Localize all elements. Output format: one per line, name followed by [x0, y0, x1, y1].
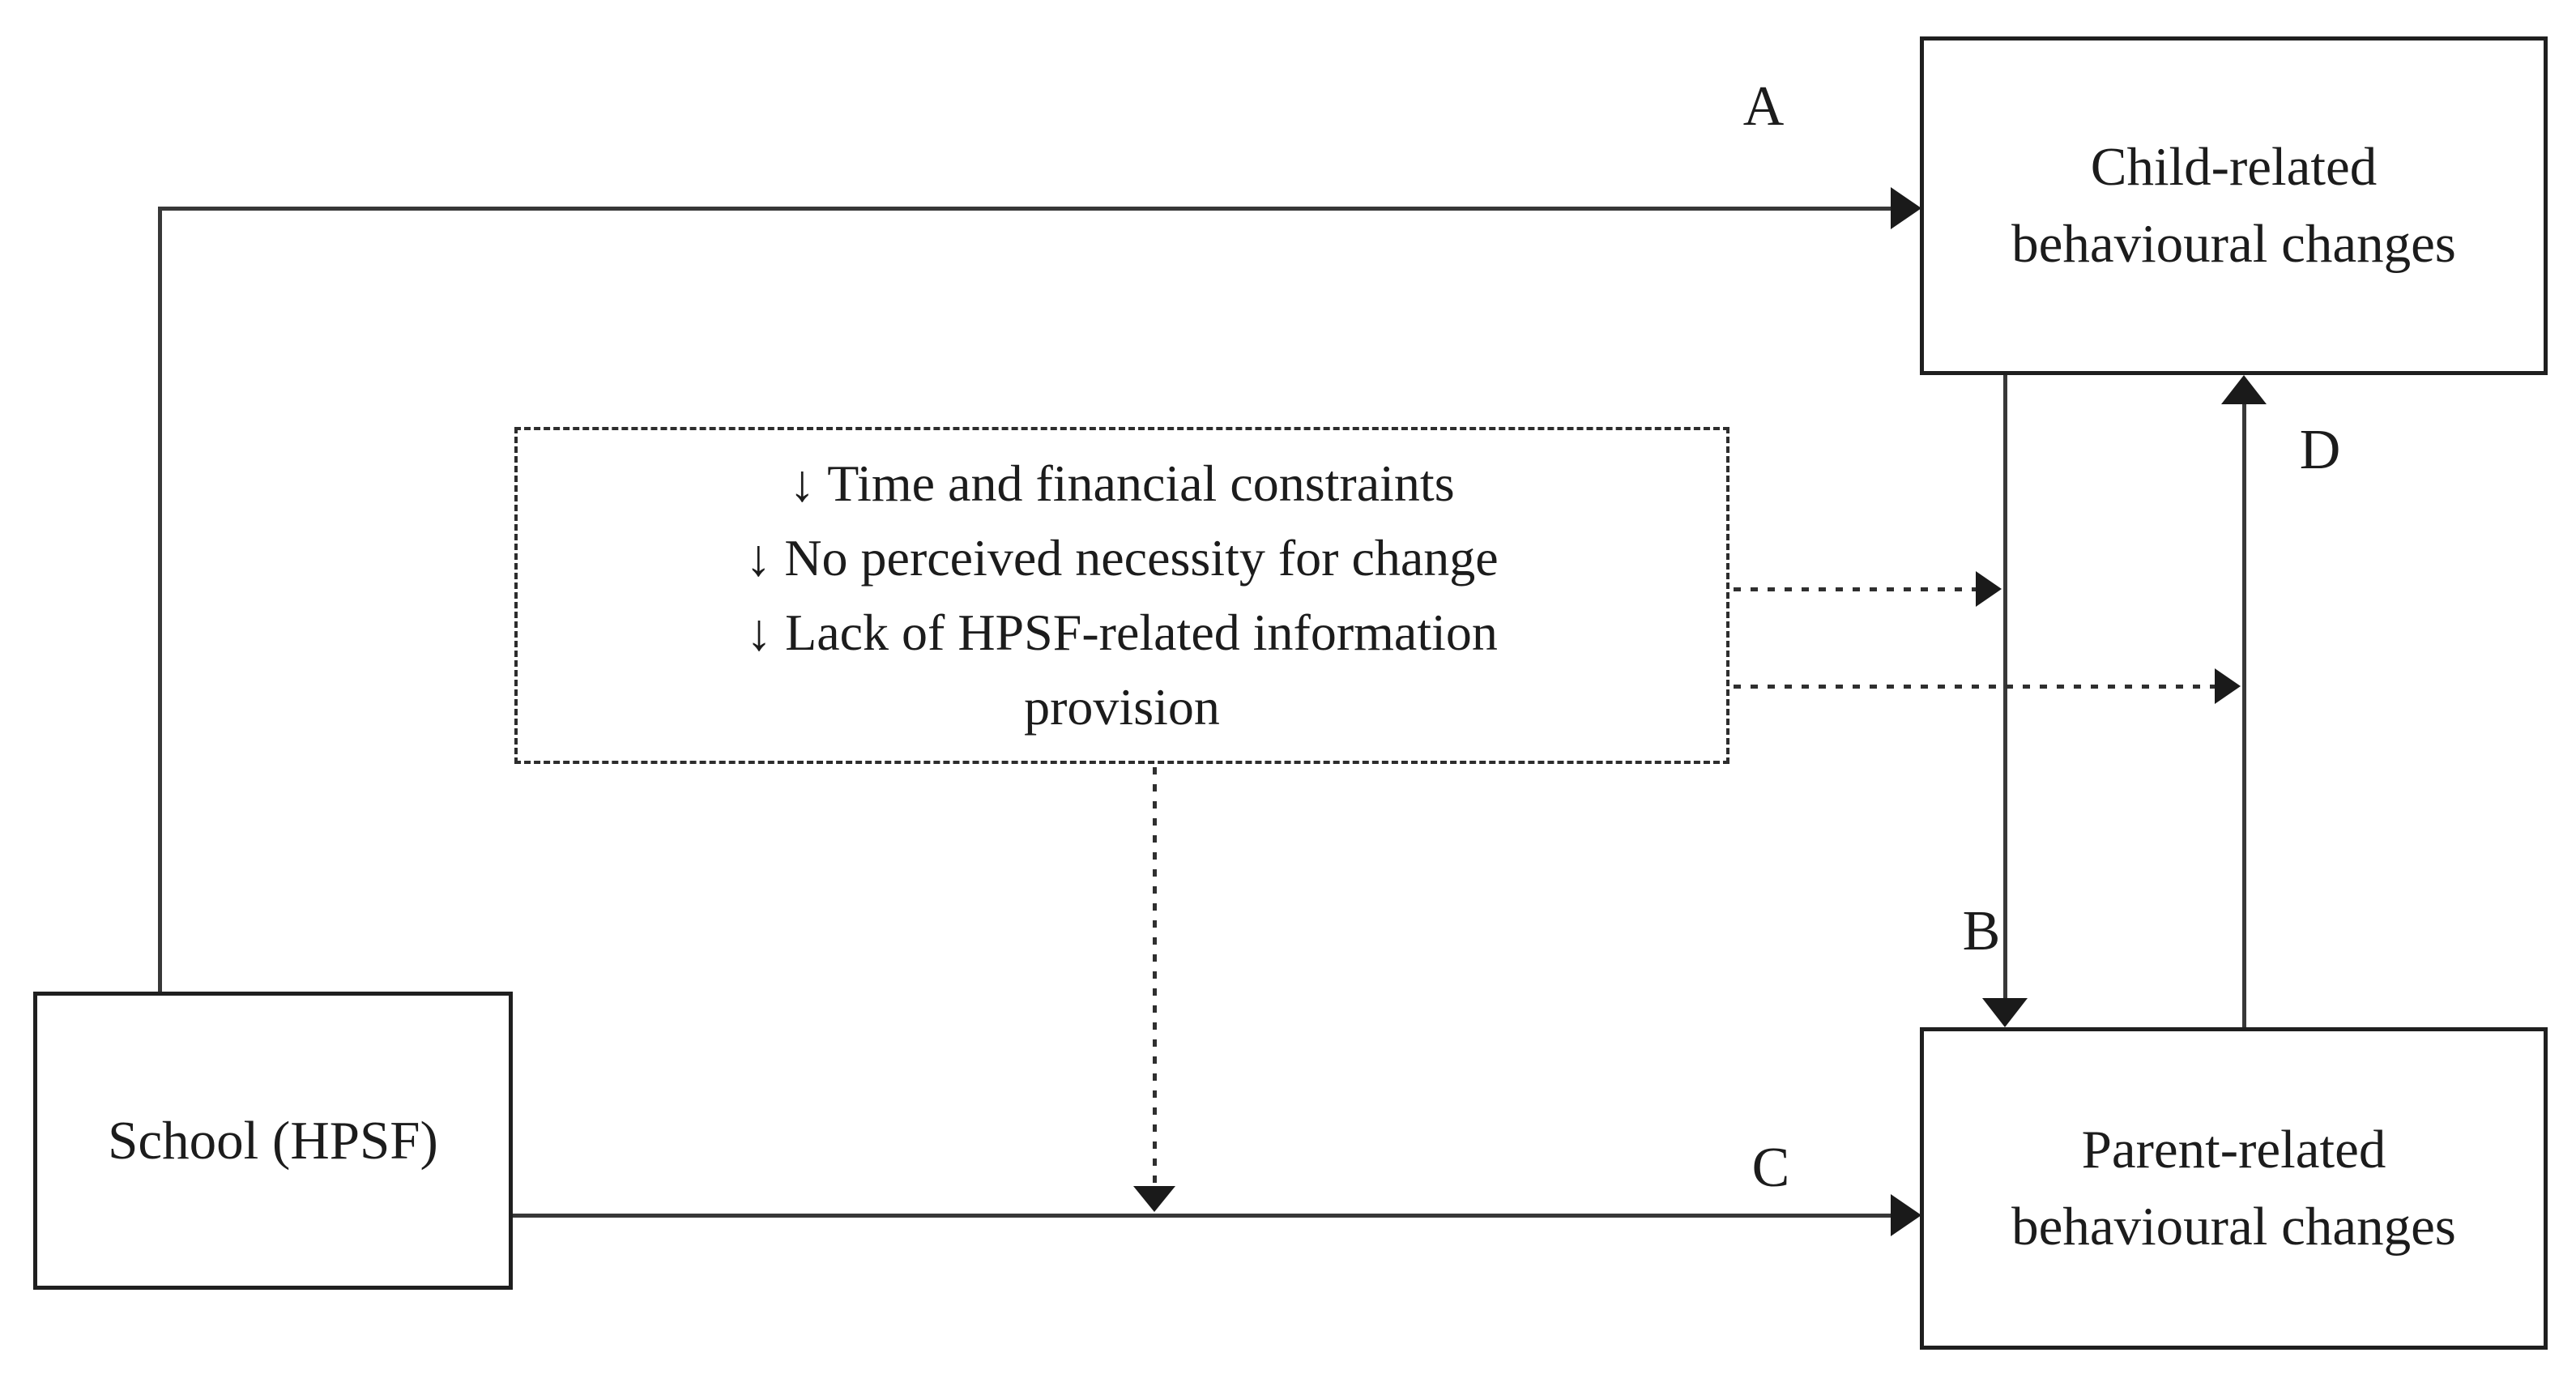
moderator-item: ↓ No perceived necessity for change: [745, 529, 1499, 587]
parent-box-label-line1: Parent-related: [2081, 1120, 2386, 1180]
arrow-b-arrowhead-icon: [1982, 998, 2028, 1027]
arrow-a-line-horizontal: [158, 207, 1891, 211]
school-box-label: School (HPSF): [108, 1110, 438, 1171]
path-label-c: C: [1751, 1137, 1790, 1199]
child-box: Child-related behavioural changes: [1920, 36, 2548, 375]
moderator-arrow-to-d-arrowhead-icon: [2215, 668, 2241, 704]
moderator-arrow-to-b-line: [1734, 587, 1976, 591]
arrow-c-line: [513, 1214, 1891, 1218]
moderator-arrow-to-c-arrowhead-icon: [1133, 1186, 1175, 1212]
parent-box-label-line2: behavioural changes: [2011, 1197, 2456, 1257]
path-label-d: D: [2299, 419, 2341, 481]
moderator-arrow-to-d-line: [1734, 685, 2215, 689]
moderator-arrow-to-c-line: [1153, 767, 1157, 1186]
arrow-d-line: [2242, 404, 2246, 1027]
moderators-box: ↓ Time and financial constraints ↓ No pe…: [514, 427, 1729, 764]
arrow-a-line-vertical: [158, 207, 162, 992]
moderator-item: ↓ Lack of HPSF-related information: [746, 604, 1498, 661]
moderator-item: ↓ Time and financial constraints: [789, 454, 1455, 512]
arrow-a-arrowhead-icon: [1891, 187, 1921, 229]
moderator-item: provision: [1024, 678, 1220, 736]
parent-box: Parent-related behavioural changes: [1920, 1027, 2548, 1350]
moderator-arrow-to-b-arrowhead-icon: [1976, 571, 2002, 607]
arrow-d-arrowhead-icon: [2221, 375, 2267, 404]
arrow-c-arrowhead-icon: [1891, 1194, 1921, 1236]
child-box-label-line1: Child-related: [2090, 137, 2378, 197]
path-label-a: A: [1742, 75, 1785, 138]
child-box-label-line2: behavioural changes: [2011, 214, 2456, 274]
path-label-b: B: [1962, 900, 2001, 962]
school-box: School (HPSF): [33, 992, 513, 1290]
